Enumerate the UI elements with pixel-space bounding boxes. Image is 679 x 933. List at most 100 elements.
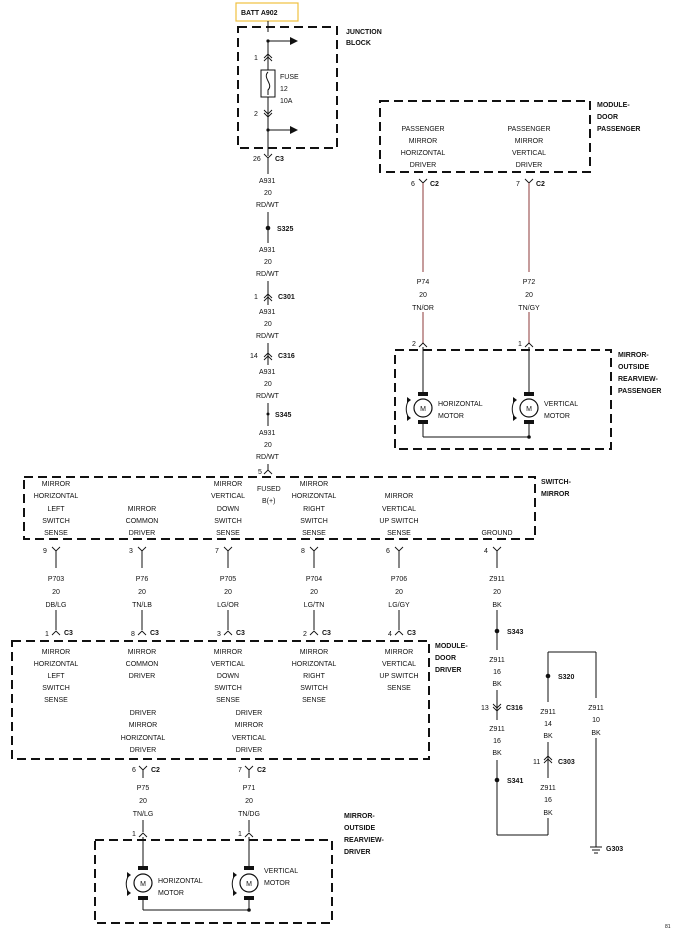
- svg-text:SENSE: SENSE: [216, 697, 240, 704]
- mirror-driver-label-3: REARVIEW-: [344, 837, 384, 844]
- svg-text:P704: P704: [306, 576, 322, 583]
- svg-text:MIRROR: MIRROR: [235, 722, 263, 729]
- mirror-driver-label-1: MIRROR-: [344, 813, 375, 820]
- svg-text:M: M: [140, 881, 146, 888]
- mirror-driver-label-2: OUTSIDE: [344, 825, 375, 832]
- s325-splice: [265, 225, 271, 231]
- module-driver-label-2: DOOR: [435, 655, 456, 662]
- svg-text:COMMON: COMMON: [126, 661, 159, 668]
- module-door-passenger-box: [379, 100, 591, 173]
- svg-text:P71: P71: [243, 785, 256, 792]
- svg-text:Z911: Z911: [540, 785, 556, 792]
- c316-feed-pin: 14: [250, 353, 258, 360]
- svg-text:3: 3: [129, 548, 133, 555]
- svg-text:MIRROR: MIRROR: [385, 493, 413, 500]
- svg-text:LG/TN: LG/TN: [304, 602, 325, 609]
- svg-text:MIRROR: MIRROR: [300, 649, 328, 656]
- passenger-c2-right-connector: [524, 178, 534, 184]
- svg-text:20: 20: [264, 321, 272, 328]
- switch-col-horizontal-right: MIRROR HORIZONTAL RIGHT SWITCH SENSE: [292, 481, 337, 537]
- svg-text:VERTICAL: VERTICAL: [512, 150, 546, 157]
- mirror-passenger-pin2-connector: [418, 342, 428, 348]
- svg-text:1: 1: [45, 631, 49, 638]
- c3-feed-name: C3: [275, 156, 284, 163]
- svg-text:Z911: Z911: [489, 576, 505, 583]
- passenger-horizontal-driver-text: PASSENGER MIRROR HORIZONTAL DRIVER: [401, 126, 446, 169]
- driver-col-common-driver: MIRROR COMMON DRIVER: [126, 649, 159, 680]
- mirror-passenger-pin1-connector: [524, 342, 534, 348]
- mirror-driver-pin-right: 1: [238, 831, 242, 838]
- svg-text:LEFT: LEFT: [47, 673, 65, 680]
- switch-pin-ground: 4: [484, 546, 502, 555]
- svg-text:MIRROR: MIRROR: [128, 506, 156, 513]
- svg-text:TN/GY: TN/GY: [518, 305, 540, 312]
- svg-text:RD/WT: RD/WT: [256, 393, 280, 400]
- fuse-pin-2: 2: [254, 111, 258, 118]
- svg-text:14: 14: [544, 721, 552, 728]
- feed-wire-label-3: A931 20 RD/WT: [254, 305, 284, 343]
- svg-text:SWITCH: SWITCH: [300, 518, 328, 525]
- switch-pin5: 5: [258, 469, 262, 476]
- svg-text:2: 2: [303, 631, 307, 638]
- switch-col-vertical-up: MIRROR VERTICAL UP SWITCH SENSE: [379, 493, 418, 537]
- wire-p75-label: P75 20 TN/LG: [125, 778, 161, 820]
- svg-text:P72: P72: [523, 279, 536, 286]
- svg-text:TN/LB: TN/LB: [132, 602, 152, 609]
- passenger-vertical-driver-text: PASSENGER MIRROR VERTICAL DRIVER: [507, 126, 550, 169]
- svg-text:M: M: [526, 406, 532, 413]
- svg-text:10: 10: [592, 717, 600, 724]
- junction-block-label-2: BLOCK: [346, 40, 371, 47]
- svg-text:RD/WT: RD/WT: [256, 271, 280, 278]
- svg-text:VERTICAL: VERTICAL: [211, 493, 245, 500]
- svg-text:20: 20: [525, 292, 533, 299]
- s343-splice: [494, 628, 500, 634]
- pass-v-motor-label-1: VERTICAL: [544, 401, 578, 408]
- wire-p72-label: P72 20 TN/GY: [511, 272, 547, 312]
- svg-text:MIRROR: MIRROR: [409, 138, 437, 145]
- s325-label: S325: [277, 226, 293, 233]
- svg-text:RIGHT: RIGHT: [303, 673, 326, 680]
- ground-wire-label-6: Z911 10 BK: [580, 698, 612, 738]
- svg-text:SENSE: SENSE: [387, 685, 411, 692]
- wire-p705-label: P705 20 LG/OR: [210, 568, 246, 610]
- page-number: 81: [665, 924, 671, 930]
- driver-horizontal-driver-text: DRIVER MIRROR HORIZONTAL DRIVER: [121, 710, 166, 754]
- driver-c2-left-name: C2: [151, 767, 160, 774]
- passenger-c2-left-pin: 6: [411, 181, 415, 188]
- svg-text:A931: A931: [259, 178, 275, 185]
- svg-text:DRIVER: DRIVER: [516, 162, 542, 169]
- svg-text:MIRROR: MIRROR: [300, 481, 328, 488]
- mirror-driver-pin-left-connector: [138, 832, 148, 838]
- svg-text:C3: C3: [407, 630, 416, 637]
- svg-text:VERTICAL: VERTICAL: [232, 735, 266, 742]
- drv-v-motor-icon: M: [231, 866, 259, 900]
- svg-text:Z911: Z911: [489, 657, 505, 664]
- svg-text:MIRROR: MIRROR: [128, 649, 156, 656]
- fuse-connector-2: [263, 109, 273, 118]
- c3-feed-pin: 26: [253, 156, 261, 163]
- c3-lower-8: 8 C3: [131, 630, 159, 638]
- svg-text:MIRROR: MIRROR: [129, 722, 157, 729]
- driver-col-vertical-down: MIRROR VERTICAL DOWN SWITCH SENSE: [211, 649, 245, 704]
- svg-text:DRIVER: DRIVER: [236, 747, 262, 754]
- switch-mirror-label-2: MIRROR: [541, 491, 569, 498]
- driver-vertical-driver-text: DRIVER MIRROR VERTICAL DRIVER: [232, 710, 266, 754]
- c3-lower-3: 3 C3: [217, 630, 245, 638]
- svg-text:9: 9: [43, 548, 47, 555]
- pass-h-motor-label-1: HORIZONTAL: [438, 401, 483, 408]
- fuse-number: 12: [280, 86, 288, 93]
- mirror-passenger-label-2: OUTSIDE: [618, 364, 649, 371]
- mirror-driver-pin-right-connector: [244, 832, 254, 838]
- module-passenger-label-3: PASSENGER: [597, 126, 640, 133]
- svg-text:8: 8: [131, 631, 135, 638]
- mirror-driver-pin-left: 1: [132, 831, 136, 838]
- pass-h-motor-icon: M: [405, 392, 433, 424]
- c3-lower-4: 4 C3: [388, 630, 416, 638]
- svg-text:20: 20: [264, 442, 272, 449]
- svg-text:COMMON: COMMON: [126, 518, 159, 525]
- svg-text:A931: A931: [259, 369, 275, 376]
- svg-text:PASSENGER: PASSENGER: [401, 126, 444, 133]
- mirror-driver-box: [94, 839, 333, 924]
- svg-text:VERTICAL: VERTICAL: [382, 661, 416, 668]
- s343-label: S343: [507, 629, 523, 636]
